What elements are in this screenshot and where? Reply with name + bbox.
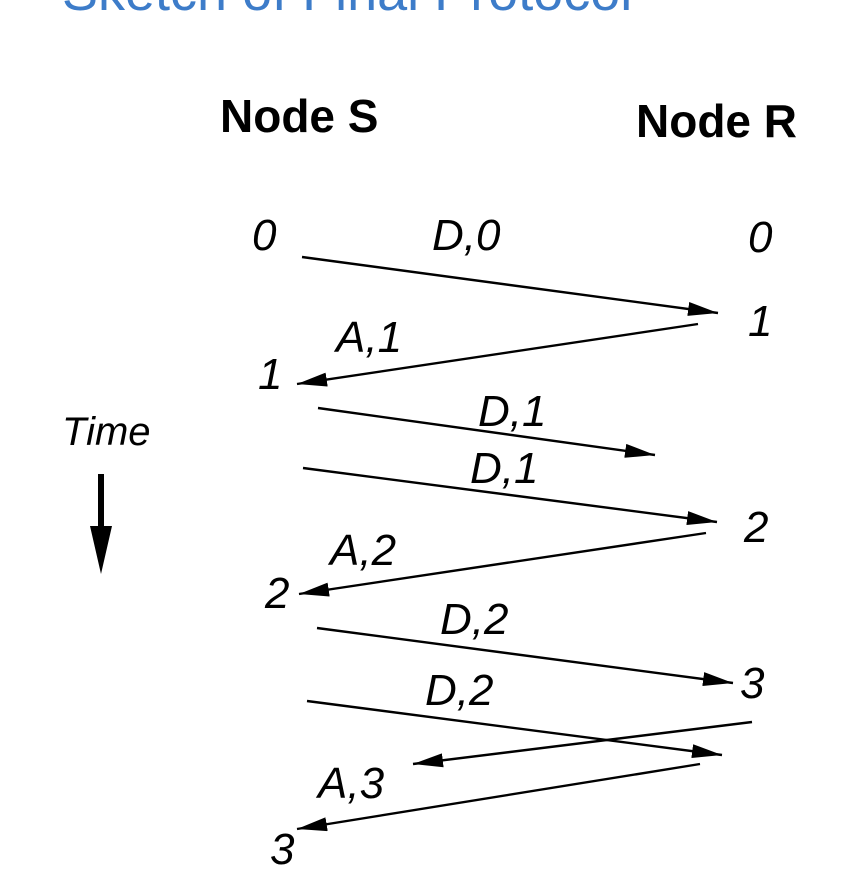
node-s-heading: Node S xyxy=(220,90,378,142)
sender-tick-2: 2 xyxy=(264,569,289,618)
receiver-tick-0: 0 xyxy=(748,213,773,262)
message-label-a1: A,1 xyxy=(333,313,402,362)
message-arrow-a3-lost xyxy=(412,720,753,768)
message-label-d1-retransmit: D,1 xyxy=(470,444,538,493)
time-axis-label: Time xyxy=(62,410,151,454)
message-label-a2: A,2 xyxy=(327,526,396,575)
page-title: Sketch of Final Protocol xyxy=(62,0,632,22)
node-r-heading: Node R xyxy=(636,95,797,147)
receiver-tick-2: 2 xyxy=(743,503,768,552)
message-arrow-a1 xyxy=(296,322,699,387)
message-arrow-d2-duplicate xyxy=(306,699,723,759)
time-down-arrow-icon xyxy=(90,474,112,574)
receiver-tick-3: 3 xyxy=(740,659,765,708)
message-arrow-d2 xyxy=(316,626,734,687)
sender-tick-3: 3 xyxy=(270,825,295,874)
sender-tick-0: 0 xyxy=(252,211,277,260)
message-label-d1-lost: D,1 xyxy=(478,387,546,436)
receiver-tick-1: 1 xyxy=(748,297,772,346)
message-label-a3: A,3 xyxy=(315,759,385,808)
sender-tick-1: 1 xyxy=(258,350,282,399)
message-label-d0: D,0 xyxy=(432,211,501,260)
message-arrow-a2 xyxy=(298,531,707,597)
message-label-d2: D,2 xyxy=(440,595,508,644)
message-arrow-a3 xyxy=(296,762,701,832)
message-label-d2-duplicate: D,2 xyxy=(425,666,493,715)
message-arrow-d1-lost xyxy=(317,406,656,458)
message-arrow-d0 xyxy=(301,255,719,316)
message-arrow-d1-retransmit xyxy=(302,466,718,526)
